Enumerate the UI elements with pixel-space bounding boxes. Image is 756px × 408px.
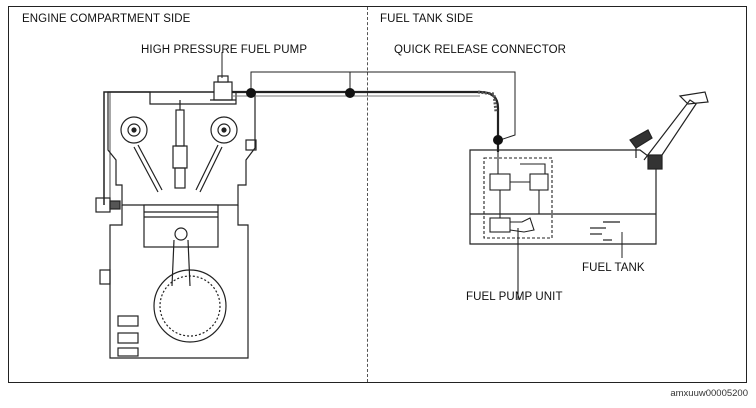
fuel-pump-unit-label: FUEL PUMP UNIT — [466, 291, 563, 303]
connector-leader — [250, 71, 516, 141]
quick-release-connector-2 — [345, 88, 355, 98]
fuel-feed-line — [232, 90, 500, 152]
section-divider — [367, 7, 368, 382]
fuel-tank-label: FUEL TANK — [582, 262, 645, 274]
engine-block — [95, 91, 257, 359]
engine-side-title: ENGINE COMPARTMENT SIDE — [22, 13, 191, 25]
fuel-pump-unit — [483, 152, 553, 300]
high-pressure-fuel-pump-label: HIGH PRESSURE FUEL PUMP — [141, 44, 308, 56]
document-id: amxuuw00005200 — [670, 388, 748, 399]
quick-release-connector-1 — [246, 88, 256, 98]
fuel-tank-side-title: FUEL TANK SIDE — [380, 13, 474, 25]
fuel-tank — [469, 91, 709, 245]
quick-release-connector-label: QUICK RELEASE CONNECTOR — [394, 44, 567, 56]
high-pressure-fuel-line — [103, 91, 214, 205]
quick-release-connector-3 — [493, 135, 503, 145]
diagram-frame — [8, 6, 747, 383]
